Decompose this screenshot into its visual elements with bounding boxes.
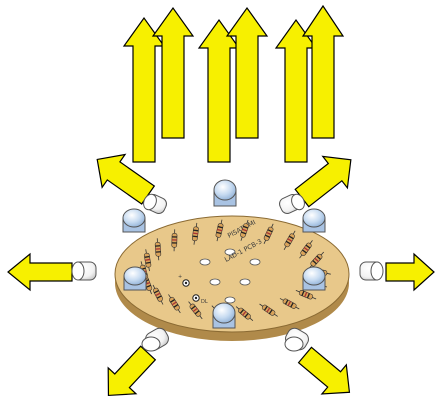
board-mark-plus: + xyxy=(178,274,182,280)
resistors xyxy=(139,219,331,322)
white-led xyxy=(71,261,97,281)
blue-led xyxy=(213,179,237,207)
white-led xyxy=(284,327,309,352)
resistor xyxy=(143,249,152,272)
arrow-right xyxy=(385,252,435,292)
arrow-left xyxy=(7,252,73,292)
mount-hole xyxy=(224,248,236,256)
arrow-lower-left xyxy=(107,345,157,397)
resistor xyxy=(259,303,278,317)
resistor xyxy=(263,223,274,244)
arrow-upper-right xyxy=(294,155,352,208)
up-arrow-3 xyxy=(197,18,241,163)
solder-pads xyxy=(182,279,200,302)
resistor xyxy=(171,229,178,252)
board-mark-dl: DL xyxy=(201,299,208,305)
resistor xyxy=(283,230,296,250)
mount-hole xyxy=(209,278,221,286)
white-led xyxy=(143,193,167,215)
resistor xyxy=(168,294,181,314)
resistor xyxy=(240,219,249,241)
white-led xyxy=(141,327,169,352)
blue-led xyxy=(122,208,146,233)
radial-arrows xyxy=(7,153,435,397)
resistor xyxy=(279,298,300,310)
mount-hole xyxy=(224,296,236,304)
resistor xyxy=(215,219,224,242)
arrow-lower-right xyxy=(297,346,351,395)
arrow-upper-left xyxy=(96,153,156,205)
white-led xyxy=(359,261,384,281)
up-arrow-5 xyxy=(274,18,318,163)
up-arrow-4 xyxy=(225,6,269,139)
mount-hole xyxy=(239,278,251,286)
upward-arrows xyxy=(122,4,345,163)
blue-led xyxy=(302,266,326,291)
resistor xyxy=(154,238,162,261)
blue-led xyxy=(212,302,236,329)
blue-led xyxy=(123,266,147,291)
resistor xyxy=(235,306,254,321)
resistor xyxy=(188,301,203,320)
resistor xyxy=(295,289,317,300)
resistor xyxy=(152,284,164,305)
resistor xyxy=(308,251,325,269)
leds xyxy=(71,179,384,352)
up-arrow-2 xyxy=(151,6,195,139)
up-arrow-6 xyxy=(301,4,345,139)
blue-led xyxy=(302,208,326,233)
mount-hole xyxy=(199,258,211,266)
mount-hole xyxy=(249,258,261,266)
resistor xyxy=(299,240,313,259)
white-led xyxy=(279,193,305,215)
resistor xyxy=(191,222,199,245)
up-arrow-1 xyxy=(122,16,166,163)
